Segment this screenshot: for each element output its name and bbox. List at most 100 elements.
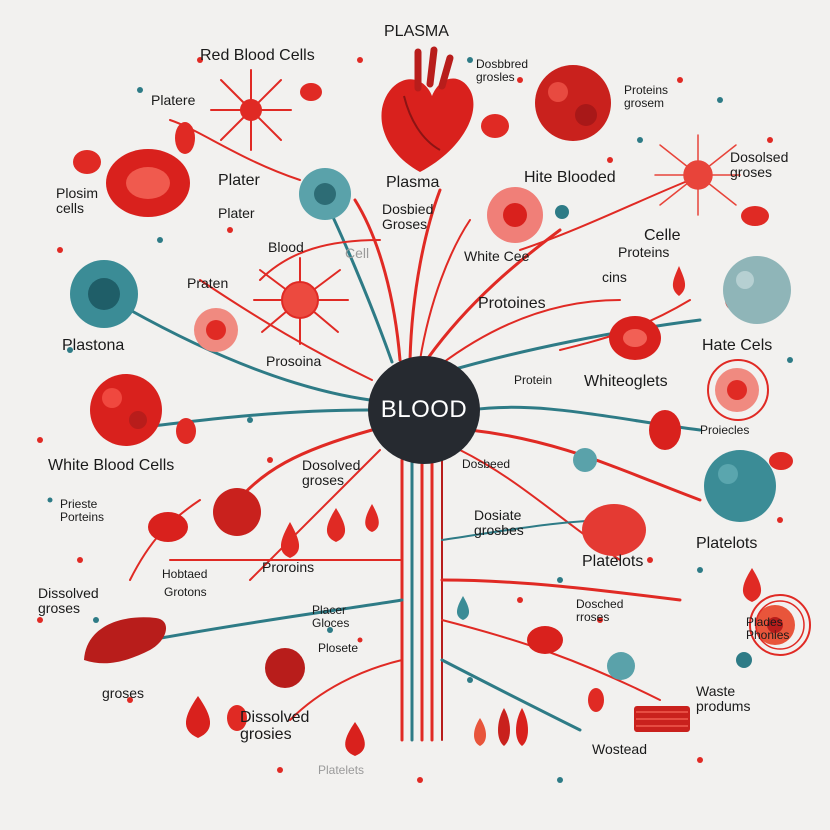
label-place-line1: Placer [312, 603, 347, 617]
label-dosbied-line2: Groses [382, 215, 428, 232]
label-hobtaed: Hobtaed [162, 567, 208, 581]
platelet-cluster [535, 65, 611, 141]
label-dissolved-left-line1: Dissolved [38, 585, 99, 601]
blood-drop-icon [672, 266, 686, 296]
label-white-blood-cells: White Blood Cells [48, 457, 175, 474]
platelet-cluster [90, 374, 162, 446]
red-blood-cell-center [126, 167, 170, 199]
label-dissolved-bottom-line2: grosies [240, 725, 292, 743]
heart-icon [381, 46, 474, 172]
red-blood-cell [481, 114, 509, 138]
blood-drop-group [185, 266, 762, 756]
red-blood-cell [527, 626, 563, 654]
label-proroins: Proroins [262, 559, 315, 575]
red-blood-cell [175, 122, 195, 154]
platelet-bump [102, 388, 122, 408]
blood-drop-icon [185, 696, 211, 738]
label-dissolved-bottom-line1: Dissolved [240, 709, 310, 726]
white-blood-cell-group [70, 168, 795, 688]
label-dissolved-right-line1: Dosolsed [730, 149, 789, 165]
red-blood-cell [582, 504, 646, 556]
label-plasma-cells: Plosim cells [56, 186, 98, 215]
label-plades-line2: Phonies [746, 627, 790, 642]
label-hate-cels: Hate Cels [702, 337, 773, 354]
blood-drop-icon [516, 708, 528, 746]
liver-icon [84, 617, 167, 664]
label-celle: Celle [644, 227, 681, 244]
white-blood-cell [736, 652, 752, 668]
label-place-line2: Gloces [312, 615, 350, 630]
blood-drop-icon [345, 722, 365, 756]
platelet-bump [548, 82, 568, 102]
center-label: BLOOD [380, 396, 468, 423]
red-blood-cell [741, 206, 769, 226]
red-blood-cell [73, 150, 101, 174]
label-dissolved-top-line1: Dosbbred [476, 57, 529, 71]
label-plater-2: Plater [218, 205, 255, 221]
ringed-cell-group [707, 359, 811, 656]
speckle-dots [37, 57, 793, 783]
spiky-cell [253, 257, 349, 345]
spiky-cell-group [210, 69, 741, 345]
label-praten: Praten [187, 275, 229, 291]
label-plades: Plades Phonies [746, 616, 789, 641]
label-dissolved-right: Dosolsed groses [730, 150, 788, 179]
label-dosolved-mid: Dosolved groses [302, 458, 360, 487]
label-plasma-mid: Plasma [386, 174, 440, 191]
center-node: BLOOD [368, 356, 480, 464]
label-dissolved-left-line2: groses [38, 599, 81, 616]
label-plosete: Plosete [318, 641, 359, 655]
red-blood-cell-center [623, 329, 647, 347]
spiky-cell [210, 69, 292, 151]
red-blood-cell [300, 83, 322, 101]
label-waste: Waste produms [696, 684, 750, 713]
label-red-blood-cells: Red Blood Cells [200, 47, 315, 64]
label-doseched-line2: rroses [576, 609, 610, 624]
label-platelets-bottom: Platelets [318, 763, 365, 777]
label-plades-line1: Plades [746, 615, 783, 629]
label-plater-1: Plater [218, 172, 260, 189]
label-blood-small: Blood [268, 239, 304, 255]
label-wostead: Wostead [592, 741, 647, 757]
label-dissolved-left: Dissolved groses [38, 586, 99, 615]
label-proteins-topright-line1: Proteins [624, 83, 669, 97]
red-blood-cell [227, 705, 247, 731]
label-proiecles: Proiecles [700, 423, 750, 437]
platelet-bump [736, 271, 754, 289]
label-priotes-line1: Prieste [60, 497, 98, 511]
label-proteins-topright: Proteins grosem [624, 84, 668, 109]
label-waste-line2: produms [696, 697, 751, 714]
blood-drop-icon [326, 508, 346, 542]
red-blood-cell [649, 410, 681, 450]
white-blood-cell [573, 448, 597, 472]
label-dosiate-line1: Dosiate [474, 507, 522, 523]
label-priotes-line2: Porteins [60, 509, 105, 524]
label-platere: Platere [151, 92, 196, 108]
label-proteins-topright-line2: grosem [624, 95, 665, 110]
label-white-cee: White Cee [464, 248, 530, 264]
label-waste-line1: Waste [696, 683, 736, 699]
label-plastona: Plastona [62, 337, 125, 354]
label-plasma-cells-line1: Plosim [56, 185, 99, 201]
label-prosoina: Prosoina [266, 353, 322, 369]
label-plasma-top: PLASMA [384, 23, 449, 40]
platelet-bump [718, 464, 738, 484]
blood-drop-icon [498, 708, 510, 746]
white-blood-cell-nucleus [206, 320, 226, 340]
label-hite-blooded: Hite Blooded [524, 169, 616, 186]
label-protein-small: Protein [514, 373, 553, 387]
white-blood-cell-nucleus [767, 617, 783, 633]
blood-drop-icon [365, 504, 379, 532]
label-doseched: Dosched rroses [576, 598, 623, 623]
white-blood-cell-nucleus [503, 203, 527, 227]
label-dosiate: Dosiate grosbes [474, 508, 524, 537]
platelet-cluster [723, 256, 791, 324]
label-dosiate-line2: grosbes [474, 521, 524, 538]
label-dissolved-right-line2: groses [730, 163, 773, 180]
label-protoines: Protoines [478, 295, 546, 312]
label-cell-small: Cell [345, 245, 370, 261]
label-dosolved-mid-line2: groses [302, 471, 345, 488]
red-blood-cell [588, 688, 604, 712]
label-platelots-right: Platelots [696, 535, 758, 552]
